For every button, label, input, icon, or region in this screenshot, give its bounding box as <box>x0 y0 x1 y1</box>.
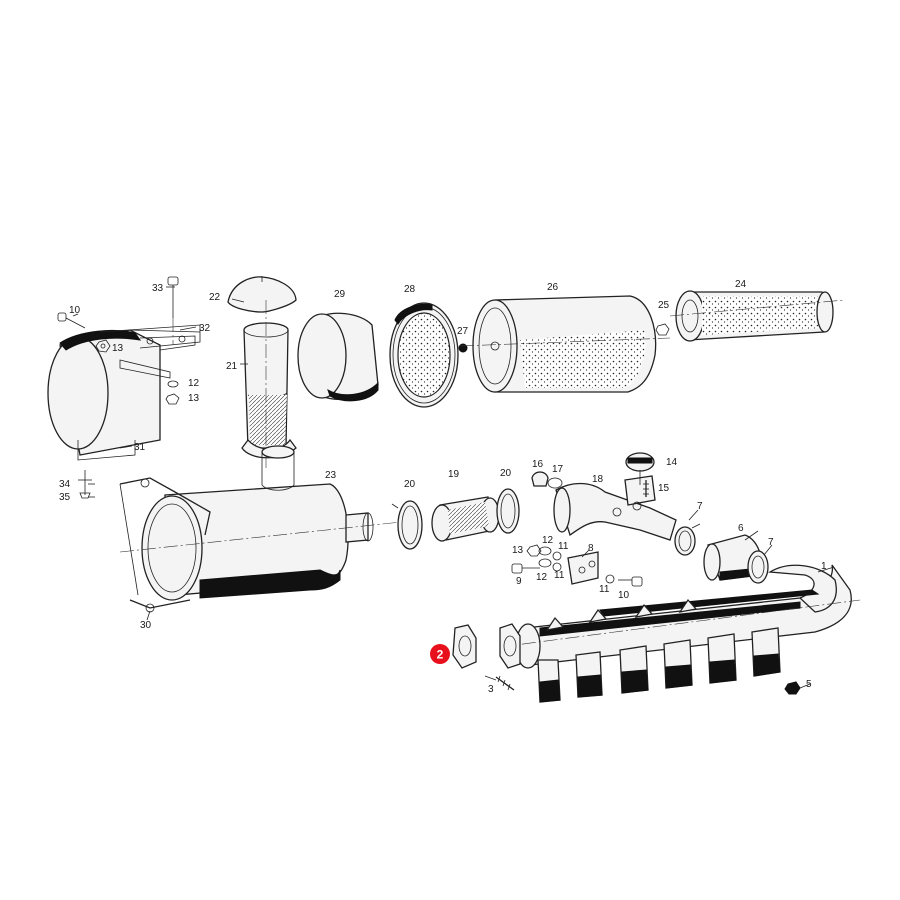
clamp-20-left <box>391 500 423 550</box>
nut-27 <box>458 343 468 353</box>
nut-5 <box>784 681 801 695</box>
stud-15 <box>643 480 649 497</box>
label-24: 24 <box>735 279 747 290</box>
clamp-20-right <box>496 488 520 534</box>
bolt-10-right <box>618 576 643 587</box>
clamp-7-upper <box>674 523 701 556</box>
label-13-lower: 13 <box>188 393 200 404</box>
seal-17 <box>547 477 563 489</box>
gasket-2-right <box>499 623 521 669</box>
label-25: 25 <box>658 300 670 311</box>
manifold-lugs <box>545 598 698 631</box>
label-11-lower: 11 <box>554 570 565 581</box>
label-18: 18 <box>592 474 604 485</box>
label-5: 5 <box>806 679 812 690</box>
exhaust-manifold-1 <box>499 564 861 669</box>
clamp-34-35 <box>78 470 92 499</box>
label-11-mid: 11 <box>558 541 569 552</box>
cap-16 <box>531 471 549 487</box>
heat-shield <box>47 324 201 461</box>
nut-25 <box>655 323 670 336</box>
filter-housing-26 <box>459 295 671 393</box>
label-12-mid: 12 <box>542 535 554 546</box>
highlight-badge-circle <box>430 644 450 664</box>
label-20-left: 20 <box>404 479 416 490</box>
label-9: 9 <box>516 576 522 587</box>
leader-lines <box>72 286 835 689</box>
label-21: 21 <box>226 361 238 372</box>
label-10-left: 10 <box>69 305 81 316</box>
label-35: 35 <box>59 492 71 503</box>
label-7-lower: 7 <box>768 537 774 548</box>
sleeve-19 <box>431 496 500 542</box>
label-13-mid: 13 <box>512 545 524 556</box>
label-23: 23 <box>325 470 337 481</box>
label-7-upper: 7 <box>697 501 703 512</box>
bracket-32 <box>139 335 196 351</box>
label-29: 29 <box>334 289 346 300</box>
precleaner-29 <box>297 312 379 402</box>
intake-pipe-21 <box>241 300 297 470</box>
label-33: 33 <box>152 283 164 294</box>
label-15: 15 <box>658 483 670 494</box>
washer-12-left <box>167 380 179 388</box>
bolt-33 <box>167 276 179 345</box>
label-28: 28 <box>404 284 416 295</box>
filter-element-24 <box>669 290 846 342</box>
clamp-7-lower <box>747 550 769 584</box>
bolt-13-mid <box>526 544 542 557</box>
label-26: 26 <box>547 282 559 293</box>
label-12-lower: 12 <box>536 572 548 583</box>
label-12-left: 12 <box>188 378 200 389</box>
label-11-right: 11 <box>599 584 610 595</box>
gasket-2-left <box>452 624 477 669</box>
label-32: 32 <box>199 323 211 334</box>
washer-11-mid <box>552 551 562 572</box>
bolt-9 <box>511 563 540 574</box>
bracket-8 <box>567 551 599 585</box>
rain-cap-22 <box>227 276 297 313</box>
label-3: 3 <box>488 684 494 695</box>
label-6: 6 <box>738 523 744 534</box>
mounting-strap-30 <box>119 477 211 613</box>
end-cover-28 <box>389 302 459 408</box>
label-16: 16 <box>532 459 544 470</box>
label-8: 8 <box>588 543 594 554</box>
label-19: 19 <box>448 469 460 480</box>
label-10-right: 10 <box>618 590 630 601</box>
washer-11-right <box>605 574 615 584</box>
silencer-23 <box>119 445 421 601</box>
label-34: 34 <box>59 479 71 490</box>
part-labels: 1 3 5 6 7 7 8 9 10 10 11 11 11 12 12 12 … <box>59 279 827 695</box>
label-20-right: 20 <box>500 468 512 479</box>
label-1: 1 <box>821 561 827 572</box>
bolt-10-left <box>57 312 86 329</box>
label-14: 14 <box>666 457 678 468</box>
label-17: 17 <box>552 464 564 475</box>
nut-13-lower <box>165 393 180 405</box>
label-13-left: 13 <box>112 343 124 354</box>
label-31: 31 <box>134 442 146 453</box>
highlight-badge-part-2[interactable]: 2 <box>430 644 450 664</box>
label-27: 27 <box>457 326 469 337</box>
label-22: 22 <box>209 292 221 303</box>
washer-12-mid <box>538 546 552 568</box>
pipe-bend-18 <box>553 475 677 541</box>
label-30: 30 <box>140 620 152 631</box>
pressure-valve-14 <box>625 452 655 485</box>
highlight-badge-label: 2 <box>437 648 444 662</box>
stud-3 <box>495 675 515 691</box>
manifold-ports <box>537 627 781 703</box>
nut-13-left <box>95 339 111 353</box>
